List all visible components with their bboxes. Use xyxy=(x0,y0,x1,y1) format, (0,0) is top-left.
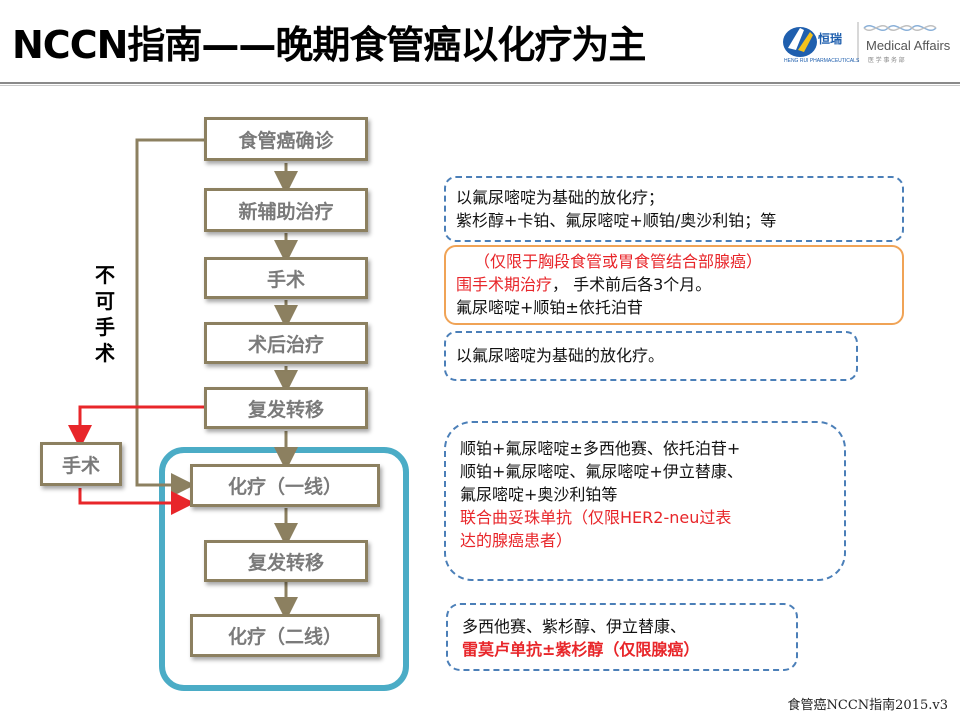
logo-brand-en: HENG RUI PHARMACEUTICALS xyxy=(784,58,860,64)
flow-recurrence-1: 复发转移 xyxy=(204,387,368,429)
flow-chemo-first-line: 化疗（一线） xyxy=(190,464,380,507)
note-second-line: 多西他赛、紫杉醇、伊立替康、 雷莫卢单抗±紫杉醇（仅限腺癌） xyxy=(446,603,798,671)
flow-side-surgery: 手术 xyxy=(40,442,122,486)
slide-footer: 食管癌NCCN指南2015.v3 xyxy=(787,698,948,713)
note-line-red: 达的腺癌患者） xyxy=(460,531,573,550)
note-periop-timing: ， 手术前后各3个月。 xyxy=(552,275,712,294)
flow-chemo-second-line: 化疗（二线） xyxy=(190,614,380,657)
flow-postop: 术后治疗 xyxy=(204,322,368,364)
title-divider xyxy=(0,82,960,84)
logo-department: Medical Affairs xyxy=(866,38,951,53)
title-divider-thin xyxy=(0,85,960,86)
inoperable-label: 不 可 手 术 xyxy=(92,262,118,366)
flow-surgery: 手术 xyxy=(204,257,368,299)
note-periop-regimen: 氟尿嘧啶+顺铂±依托泊苷 xyxy=(456,298,643,317)
note-line: 顺铂+氟尿嘧啶±多西他赛、依托泊苷+ xyxy=(460,439,741,458)
inoperable-char: 不 xyxy=(95,263,115,287)
arrow-inoperable xyxy=(135,138,204,497)
note-periop-line2: 围手术期治疗， 手术前后各3个月。 xyxy=(456,273,892,296)
flow-neoadjuvant: 新辅助治疗 xyxy=(204,188,368,232)
note-line-red: 联合曲妥珠单抗（仅限HER2-neu过表 xyxy=(460,508,732,527)
arrow-rec-surgery xyxy=(68,405,204,449)
flow-recurrence-2: 复发转移 xyxy=(204,540,368,582)
note-line: 以氟尿嘧啶为基础的放化疗。 xyxy=(456,346,665,365)
note-line: 以氟尿嘧啶为基础的放化疗； xyxy=(456,188,665,207)
flow-diagnosis: 食管癌确诊 xyxy=(204,117,368,161)
note-line: 紫杉醇+卡铂、氟尿嘧啶+顺铂/奥沙利铂；等 xyxy=(456,211,777,230)
logo-brand-cn: 恒瑞 xyxy=(818,32,843,46)
note-line-red: 雷莫卢单抗±紫杉醇（仅限腺癌） xyxy=(462,640,700,659)
note-first-line: 顺铂+氟尿嘧啶±多西他赛、依托泊苷+ 顺铂+氟尿嘧啶、氟尿嘧啶+伊立替康、 氟尿… xyxy=(444,421,846,581)
note-periop-emphasis: 围手术期治疗 xyxy=(456,275,553,294)
slide-title: NCCN指南——晚期食管癌以化疗为主 xyxy=(12,23,646,67)
note-line: 氟尿嘧啶+奥沙利铂等 xyxy=(460,485,618,504)
inoperable-char: 手 xyxy=(95,315,115,339)
company-logo: 恒瑞 HENG RUI PHARMACEUTICALS Medical Affa… xyxy=(780,18,955,66)
note-line: 顺铂+氟尿嘧啶、氟尿嘧啶+伊立替康、 xyxy=(460,462,743,481)
note-periop-scope: （仅限于胸段食管或胃食管结合部腺癌） xyxy=(474,252,763,271)
inoperable-char: 可 xyxy=(95,289,115,313)
hengrui-logo-icon xyxy=(783,22,937,62)
note-postop: 以氟尿嘧啶为基础的放化疗。 xyxy=(444,331,858,381)
inoperable-char: 术 xyxy=(95,341,115,365)
note-line: 多西他赛、紫杉醇、伊立替康、 xyxy=(462,617,687,636)
logo-department-sub: 医 学 事 务 部 xyxy=(868,58,905,64)
note-periop: （仅限于胸段食管或胃食管结合部腺癌） 围手术期治疗， 手术前后各3个月。 氟尿嘧… xyxy=(444,245,904,325)
note-neoadjuvant: 以氟尿嘧啶为基础的放化疗； 紫杉醇+卡铂、氟尿嘧啶+顺铂/奥沙利铂；等 xyxy=(444,176,904,242)
arrow-surgery-chemo1 xyxy=(78,488,195,515)
